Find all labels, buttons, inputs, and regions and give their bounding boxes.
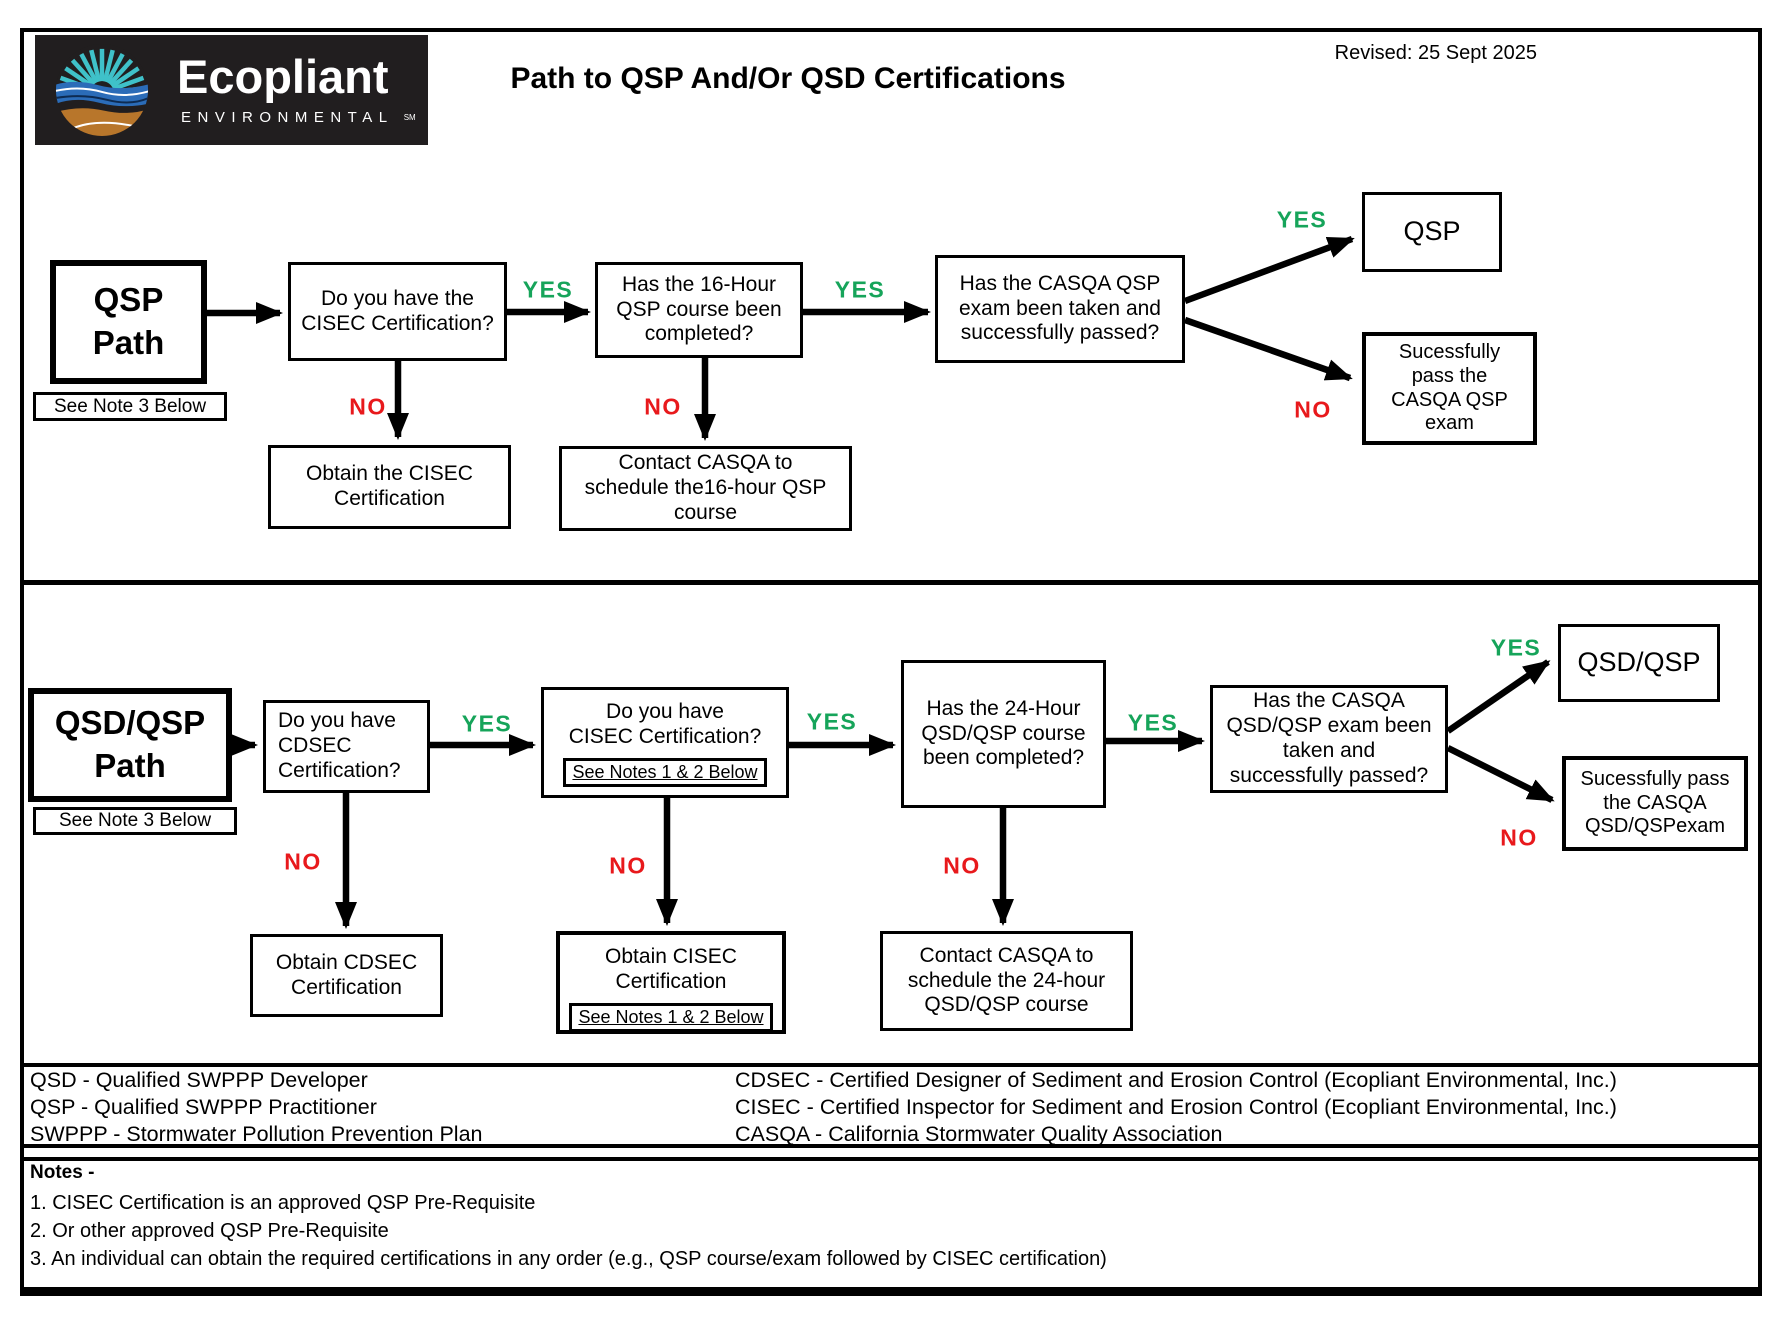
qsd-action-obtain-cisec: Obtain CISEC Certification See Notes 1 &… — [556, 931, 786, 1034]
qsd-q-cdsec: Do you have CDSEC Certification? — [263, 700, 430, 793]
logo-subtitle: ENVIRONMENTAL SM — [181, 109, 416, 126]
definition-cdsec: CDSEC - Certified Designer of Sediment a… — [735, 1068, 1617, 1092]
qsp-action-contact-casqa: Contact CASQA to schedule the16-hour QSP… — [559, 446, 852, 531]
yes-label: YES — [461, 710, 513, 737]
yes-label: YES — [522, 276, 574, 303]
ecopliant-logo-panel: Ecopliant ENVIRONMENTAL SM — [35, 35, 428, 145]
qsd-action-obtain-cisec-text: Obtain CISEC Certification — [605, 945, 737, 993]
page-title: Path to QSP And/Or QSD Certifications — [510, 62, 1066, 95]
notes-box — [24, 1157, 1758, 1292]
qsd-path-note: See Note 3 Below — [33, 807, 237, 835]
no-label: NO — [644, 393, 682, 420]
ecopliant-logo-icon — [55, 43, 149, 137]
yes-label: YES — [1276, 206, 1328, 233]
yes-label: YES — [1127, 709, 1179, 736]
no-label: NO — [1500, 824, 1538, 851]
definitions-box — [24, 1063, 1758, 1148]
no-label: NO — [1294, 396, 1332, 423]
no-label: NO — [609, 852, 647, 879]
definition-casqa: CASQA - California Stormwater Quality As… — [735, 1122, 1223, 1146]
qsp-q-cisec: Do you have the CISEC Certification? — [288, 262, 507, 361]
qsd-action-obtain-cdsec: Obtain CDSEC Certification — [250, 934, 443, 1017]
qsp-action-obtain-cisec: Obtain the CISEC Certification — [268, 445, 511, 529]
qsd-fail-box: Sucessfully pass the CASQA QSD/QSPexam — [1562, 756, 1748, 851]
qsp-fail-box: Sucessfully pass the CASQA QSP exam — [1362, 332, 1537, 445]
qsp-path-note: See Note 3 Below — [33, 392, 227, 421]
no-label: NO — [943, 852, 981, 879]
qsd-q-course24: Has the 24-Hour QSD/QSP course been comp… — [901, 660, 1106, 808]
logo-wordmark: Ecopliant — [177, 50, 389, 103]
definition-qsp: QSP - Qualified SWPPP Practitioner — [30, 1095, 377, 1119]
qsp-path-start: QSP Path — [50, 260, 207, 384]
definition-swppp: SWPPP - Stormwater Pollution Prevention … — [30, 1122, 483, 1146]
qsd-q-cisec: Do you have CISEC Certification? See Not… — [541, 687, 789, 798]
note-item-2: 2. Or other approved QSP Pre-Requisite — [30, 1220, 389, 1242]
qsp-result-box: QSP — [1362, 192, 1502, 272]
logo-sm-mark: SM — [403, 113, 416, 122]
qsp-q-exam: Has the CASQA QSP exam been taken and su… — [935, 255, 1185, 363]
section-divider — [24, 580, 1758, 585]
definition-cisec: CISEC - Certified Inspector for Sediment… — [735, 1095, 1617, 1119]
revised-date: Revised: 25 Sept 2025 — [1334, 42, 1537, 64]
yes-label: YES — [1490, 634, 1542, 661]
outer-frame — [20, 28, 1762, 1296]
no-label: NO — [284, 848, 322, 875]
qsd-action-contact-casqa: Contact CASQA to schedule the 24-hour QS… — [880, 931, 1133, 1031]
qsp-q-course16: Has the 16-Hour QSP course been complete… — [595, 262, 803, 358]
yes-label: YES — [834, 276, 886, 303]
yes-label: YES — [806, 708, 858, 735]
notes-heading: Notes - — [30, 1162, 95, 1183]
note-item-1: 1. CISEC Certification is an approved QS… — [30, 1192, 536, 1214]
qsd-path-start: QSD/QSP Path — [28, 688, 232, 802]
no-label: NO — [349, 393, 387, 420]
definition-qsd: QSD - Qualified SWPPP Developer — [30, 1068, 368, 1092]
qsd-action-obtain-cisec-note: See Notes 1 & 2 Below — [569, 1002, 773, 1032]
qsd-q-cisec-note: See Notes 1 & 2 Below — [563, 757, 767, 787]
note-item-3: 3. An individual can obtain the required… — [30, 1248, 1107, 1270]
qsd-q-cisec-text: Do you have CISEC Certification? — [568, 700, 762, 748]
qsd-result-box: QSD/QSP — [1558, 624, 1720, 702]
qsd-q-exam: Has the CASQA QSD/QSP exam been taken an… — [1210, 685, 1448, 793]
